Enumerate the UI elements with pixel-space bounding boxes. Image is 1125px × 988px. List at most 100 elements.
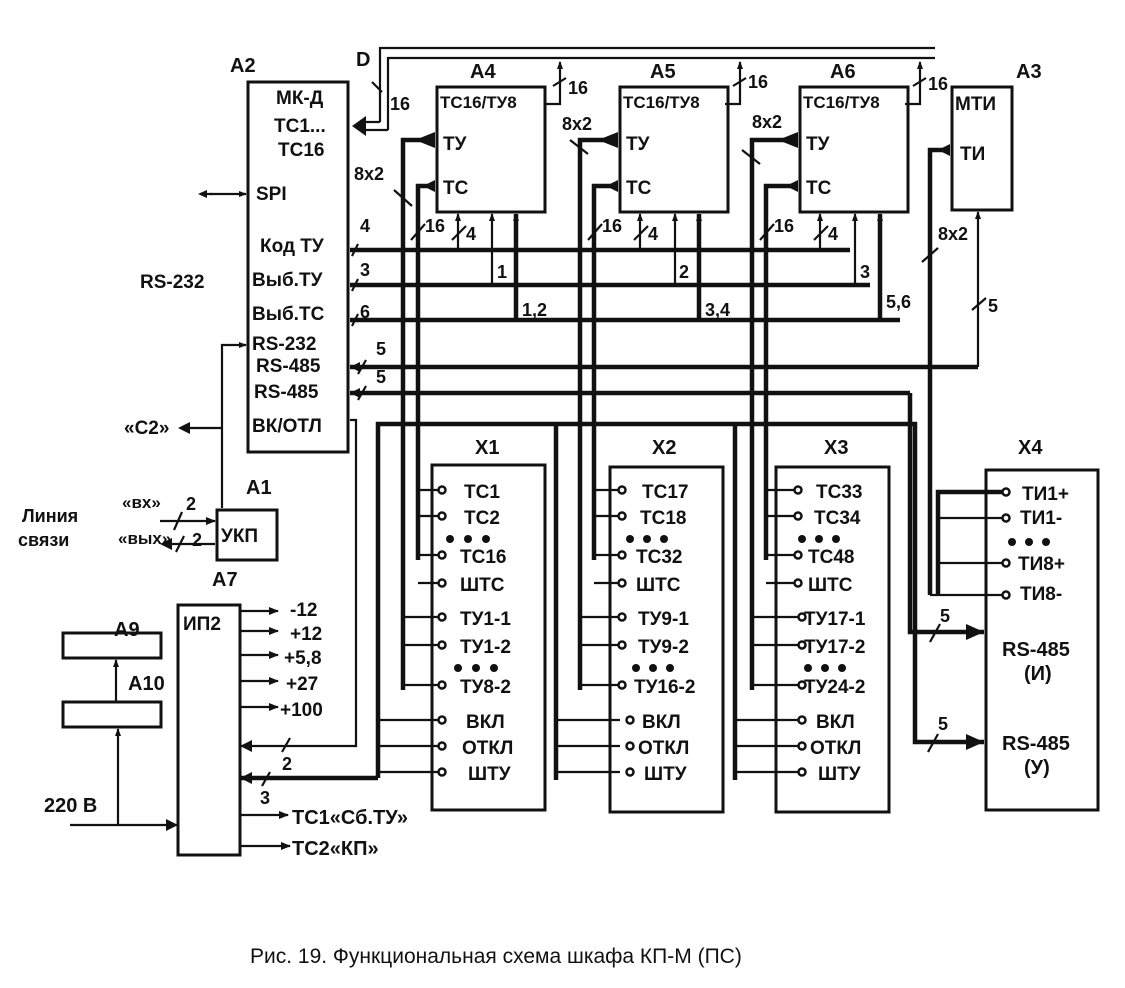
line-out-label: «вых» [118, 529, 171, 548]
x2-pin: ТС18 [640, 508, 686, 529]
ip2-2-width: 2 [282, 754, 292, 774]
x4-rs485-i-sub: (И) [1024, 663, 1052, 685]
a5-id: A5 [650, 61, 676, 83]
c2-label: «С2» [124, 418, 169, 439]
a4-tu-width: 8x2 [354, 164, 384, 184]
block-a5: A5 ТС16/ТУ8 ТУ ТС [618, 61, 730, 214]
x2-pin: ВКЛ [642, 712, 681, 733]
a4-kod-width: 4 [466, 224, 476, 244]
x1-pin: ТУ1-1 [460, 609, 511, 630]
x2-pin: ОТКЛ [638, 738, 689, 759]
x3-pin: ТС34 [814, 508, 861, 529]
a4-tc-width: 16 [425, 216, 445, 236]
a2-port-tc1: ТС1... [274, 116, 326, 137]
ip2-3-width: 3 [260, 788, 270, 808]
x2-pin: ТУ9-2 [638, 637, 689, 658]
connector-x1: X1 ТС1 ТС2 ТС16 ШТС ТУ1-1 ТУ1-2 ТУ8-2 ВК… [378, 437, 547, 812]
data-bus-d: D 16 16 16 16 [352, 46, 948, 136]
ip2-out: +12 [290, 624, 322, 645]
a5-bus-width: 16 [748, 72, 768, 92]
x1-id: X1 [475, 437, 499, 459]
x4-rs-i-width: 5 [940, 606, 950, 626]
a1-title: УКП [221, 526, 258, 547]
x1-pin: ОТКЛ [462, 738, 513, 759]
x4-rs-u-width: 5 [938, 714, 948, 734]
a4-sel-tu: 1 [497, 262, 507, 282]
a6-port-tu: ТУ [806, 134, 830, 155]
a7-id: A7 [212, 569, 238, 591]
a3-wires: 8x2 5 [921, 144, 998, 595]
x1-pin: ШТУ [468, 764, 511, 785]
a1-id: A1 [246, 477, 272, 499]
x2-id: X2 [652, 437, 676, 459]
a2-port-rs232: RS-232 [252, 334, 316, 355]
a2-port-kod-tu: Код ТУ [260, 236, 324, 257]
a6-port-tc: ТС [806, 178, 832, 199]
a5-wires: 8x2 16 4 2 3,4 [562, 114, 730, 690]
x4-rs485-i: RS-485 [1002, 639, 1070, 661]
a9-id: A9 [114, 619, 140, 641]
a5-sel-tu: 2 [679, 262, 689, 282]
figure-caption: Рис. 19. Функциональная схема шкафа КП-М… [250, 945, 742, 968]
x1-pin: ШТС [460, 575, 505, 596]
connector-x4: X4 ТИ1+ ТИ1- ТИ8+ ТИ8- RS-485 (И) RS-485… [930, 437, 1100, 812]
a6-id: A6 [830, 61, 856, 83]
ip2-out: +27 [286, 674, 318, 695]
a2-port-vyb-tu: Выб.ТУ [252, 270, 323, 291]
a6-title: ТС16/ТУ8 [803, 93, 880, 112]
a6-tu-width: 8x2 [752, 112, 782, 132]
a2-port-tc16: ТС16 [278, 140, 324, 161]
block-ip2: ИП2 -12 +12 +5,8 +27 +100 ТС1«Сб.ТУ» ТС2… [176, 600, 408, 860]
a4-title: ТС16/ТУ8 [440, 93, 517, 112]
x2-pin: ТС17 [642, 482, 688, 503]
a3-port-ti: ТИ [960, 144, 985, 165]
a10-id: A10 [128, 673, 165, 695]
rs232-side-label: RS-232 [140, 272, 204, 293]
a6-kod-width: 4 [828, 224, 838, 244]
block-a9-a10: A9 A10 220 В [44, 619, 178, 831]
line-in-width: 2 [186, 494, 196, 514]
ip2-out: -12 [290, 600, 317, 621]
x2-pin: ШТУ [644, 764, 687, 785]
a2-bus-width: 16 [390, 94, 410, 114]
vyb-tc-width: 6 [360, 302, 370, 322]
a3-id: A3 [1016, 61, 1042, 83]
a6-wires: 8x2 16 4 3 5,6 [741, 112, 911, 690]
x1-pin: ТУ1-2 [460, 637, 511, 658]
a6-bus-width: 16 [928, 74, 948, 94]
connector-x3: X3 ТС33 ТС34 ТС48 ШТС ТУ17-1 ТУ17-2 ТУ24… [735, 437, 891, 814]
a6-sel-tc: 5,6 [886, 292, 911, 312]
line-label-1: Линия [22, 506, 78, 526]
a5-title: ТС16/ТУ8 [623, 93, 700, 112]
x3-pin: ТУ17-1 [804, 609, 866, 630]
a5-tc-width: 16 [602, 216, 622, 236]
x1-pin: ТС1 [464, 482, 500, 503]
ip2-signal-tc1: ТС1«Сб.ТУ» [292, 807, 408, 829]
a3-rs-width: 5 [988, 296, 998, 316]
x3-pin: ОТКЛ [810, 738, 861, 759]
a4-port-tc: ТС [443, 178, 469, 199]
x3-pin: ТС33 [816, 482, 862, 503]
a5-tu-width: 8x2 [562, 114, 592, 134]
x3-pin: ТУ24-2 [804, 677, 865, 698]
x2-pin: ШТС [636, 575, 681, 596]
block-a3: A3 МТИ ТИ [950, 61, 1042, 212]
x1-pin: ТУ8-2 [460, 677, 511, 698]
x4-rs485-u-sub: (У) [1024, 757, 1050, 779]
ip2-title: ИП2 [183, 614, 221, 635]
a2-port-rs485-1: RS-485 [256, 356, 321, 377]
x4-pin: ТИ1- [1020, 508, 1062, 529]
a4-id: A4 [470, 61, 496, 83]
x3-id: X3 [824, 437, 848, 459]
rs485a-width: 5 [376, 339, 386, 359]
x3-pin: ШТС [808, 575, 853, 596]
a2-port-rs485-2: RS-485 [254, 382, 319, 403]
a4-sel-tc: 1,2 [522, 300, 547, 320]
power-in-label: 220 В [44, 795, 97, 817]
rs485b-width: 5 [376, 367, 386, 387]
x4-rs485-u: RS-485 [1002, 733, 1070, 755]
bus-label: D [356, 49, 370, 71]
a3-ti-width: 8x2 [938, 224, 968, 244]
a2-title: МК-Д [276, 88, 324, 109]
x3-pin: ТС48 [808, 547, 854, 568]
